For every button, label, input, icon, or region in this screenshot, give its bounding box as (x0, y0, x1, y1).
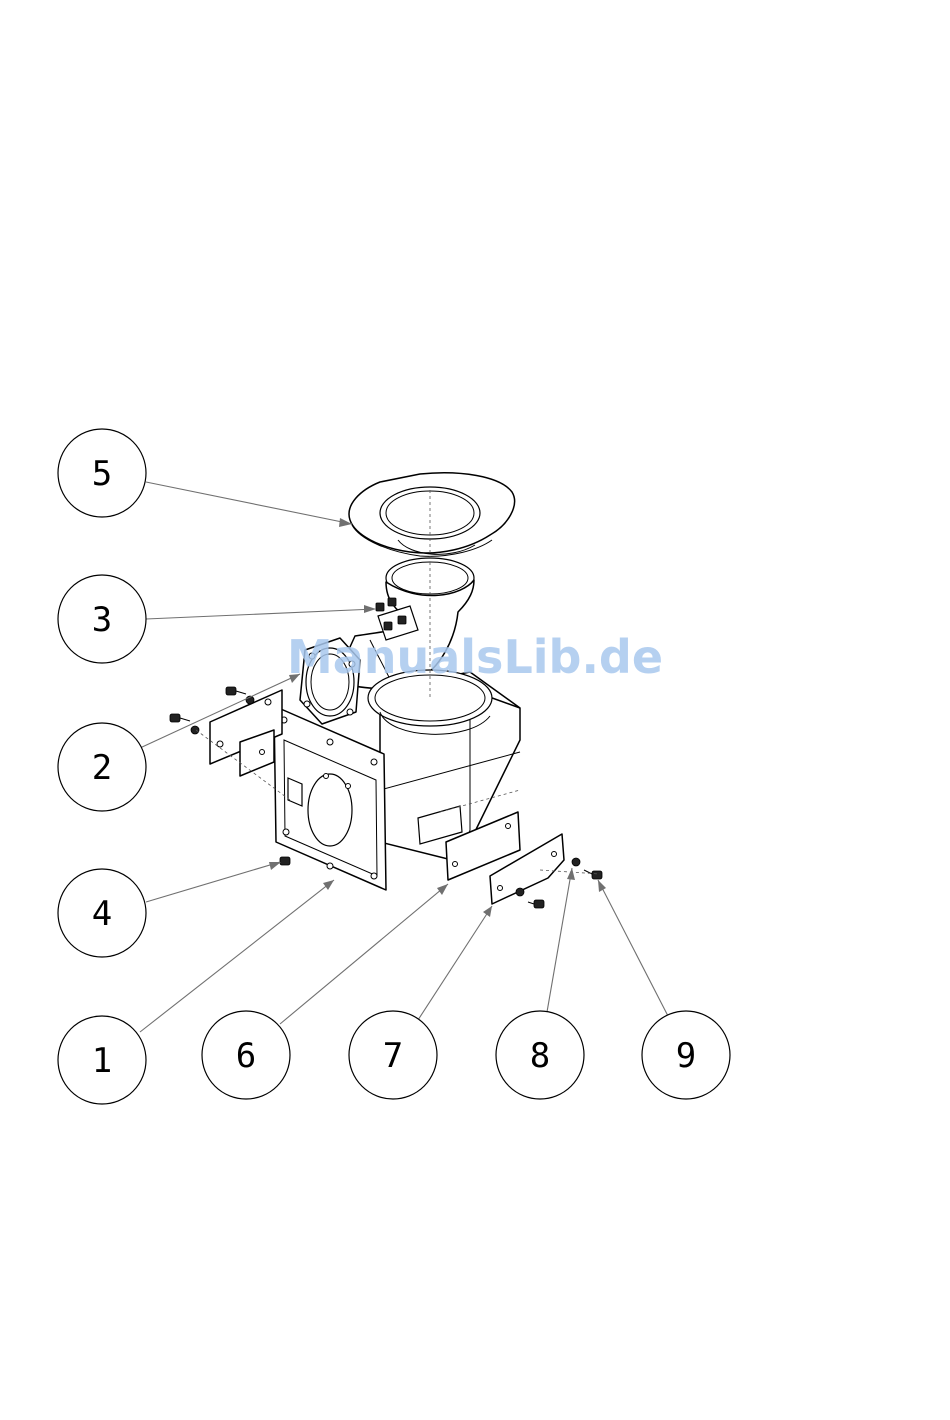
arrowhead-3 (364, 605, 376, 613)
callout-label-2: 2 (92, 748, 112, 788)
part-5-top-flange (349, 473, 514, 557)
callout-label-3: 3 (92, 600, 112, 640)
leader-1 (140, 880, 334, 1032)
arrowhead-9 (598, 880, 606, 892)
leader-7 (418, 906, 492, 1020)
callout-5: 5 (58, 429, 146, 517)
leader-3 (146, 609, 375, 619)
leader-4 (146, 862, 280, 902)
callout-label-4: 4 (92, 894, 112, 934)
leader-9 (598, 880, 668, 1016)
watermark-text: ManualsLib.de (287, 630, 663, 684)
washer-icon (191, 726, 199, 734)
part-6-7-left-cover-plates (210, 690, 282, 776)
callout-2: 2 (58, 723, 146, 811)
callout-9: 9 (642, 1011, 730, 1099)
washer-icon (572, 858, 580, 866)
screw-icon (170, 714, 190, 722)
leader-8 (547, 868, 572, 1012)
screw-icon (584, 870, 602, 879)
assembly-drawing (170, 473, 602, 908)
callout-3: 3 (58, 575, 146, 663)
callout-1: 1 (58, 1016, 146, 1104)
callout-label-8: 8 (530, 1036, 550, 1076)
callout-6: 6 (202, 1011, 290, 1099)
arrowhead-6 (437, 884, 448, 895)
callout-label-1: 1 (92, 1041, 112, 1081)
arrowhead-1 (323, 880, 334, 890)
leader-6 (280, 884, 448, 1024)
leader-5 (146, 482, 352, 524)
part-1-front-flange (274, 706, 386, 890)
callout-label-7: 7 (383, 1036, 403, 1076)
callout-label-6: 6 (236, 1036, 256, 1076)
screw-icon (280, 857, 290, 865)
callout-label-5: 5 (92, 454, 112, 494)
washer-icon (516, 888, 524, 896)
arrowhead-8 (567, 868, 575, 880)
screw-icon (226, 687, 246, 695)
arrowhead-4 (269, 862, 281, 870)
callout-label-9: 9 (676, 1036, 696, 1076)
arrowhead-7 (483, 906, 492, 917)
callout-8: 8 (496, 1011, 584, 1099)
callout-4: 4 (58, 869, 146, 957)
screw-icon (528, 900, 544, 908)
callout-7: 7 (349, 1011, 437, 1099)
